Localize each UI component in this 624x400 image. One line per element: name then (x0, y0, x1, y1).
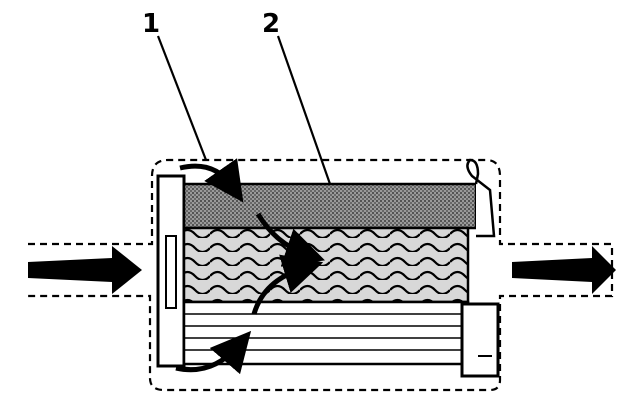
upper-filter-layer (182, 182, 478, 230)
left-end-cap-inner (165, 235, 177, 309)
inlet-flow-arrow (28, 246, 142, 294)
flow-arrow-bottom-left (175, 330, 252, 375)
housing-dashed-outline (28, 158, 614, 392)
flow-arrow-down-center (255, 212, 325, 267)
flow-arrow-up-center (251, 254, 324, 315)
callout-2-leader (276, 35, 332, 185)
callout-2-label: 2 (262, 9, 280, 39)
right-end-housing (460, 302, 500, 378)
outlet-flow-arrow (512, 246, 616, 294)
right-curled-edge (466, 158, 496, 238)
corrugated-filter-layer (182, 226, 470, 304)
callout-1-leader (156, 35, 208, 161)
flow-arrow-top-left (179, 158, 244, 203)
callout-1-label: 1 (142, 9, 160, 39)
